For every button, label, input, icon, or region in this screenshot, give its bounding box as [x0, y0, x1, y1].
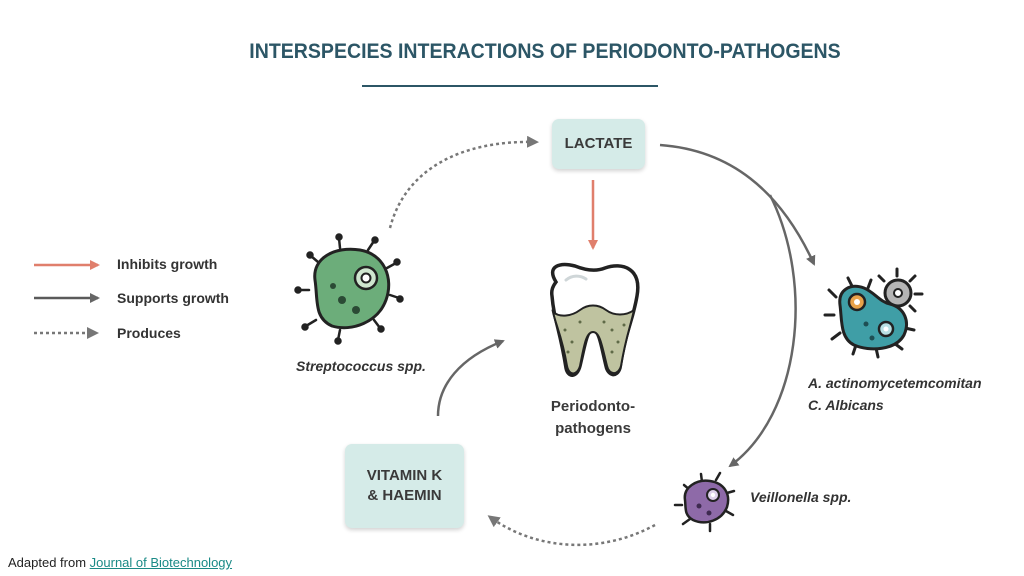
title-underline [362, 85, 658, 87]
arrow-lactate-supports-veillonella [728, 194, 797, 468]
veillonella-label: Veillonella spp. [750, 489, 852, 505]
albicans-label: C. Albicans [808, 397, 884, 413]
source-footer: Adapted from Journal of Biotechnology [8, 555, 232, 570]
vitamin-label-line2: & HAEMIN [367, 487, 442, 504]
arrow-streptococcus-produces-lactate [388, 135, 539, 229]
footer-prefix: Adapted from [8, 555, 90, 570]
periodontopathogens-label: Periodonto- pathogens [530, 396, 656, 440]
arrow-vitamin-supports-pathogens [436, 339, 505, 417]
actinomyces-microbe-icon [823, 267, 924, 359]
vitamin-haemin-node: VITAMIN K & HAEMIN [345, 444, 464, 528]
lactate-node: LACTATE [552, 119, 645, 169]
tooth-icon [550, 262, 640, 377]
page-title: INTERSPECIES INTERACTIONS OF PERIODONTO-… [249, 40, 841, 63]
journal-link[interactable]: Journal of Biotechnology [89, 555, 233, 570]
streptococcus-label: Streptococcus spp. [296, 358, 426, 374]
streptococcus-microbe-icon [294, 233, 404, 345]
legend-supports-label: Supports growth [117, 290, 229, 306]
arrow-veillonella-produces-vitamin [487, 515, 656, 547]
vitamin-label-line1: VITAMIN K [366, 466, 443, 484]
legend-produces-label: Produces [117, 325, 181, 341]
legend-inhibits-label: Inhibits growth [117, 256, 218, 272]
tooth-label-line2: pathogens [555, 419, 631, 437]
arrow-lactate-supports-actinomyces [659, 143, 816, 266]
tooth-label-line1: Periodonto- [550, 398, 636, 415]
veillonella-microbe-icon [673, 471, 736, 533]
actinomyces-label: A. actinomycetemcomitan [808, 375, 982, 391]
